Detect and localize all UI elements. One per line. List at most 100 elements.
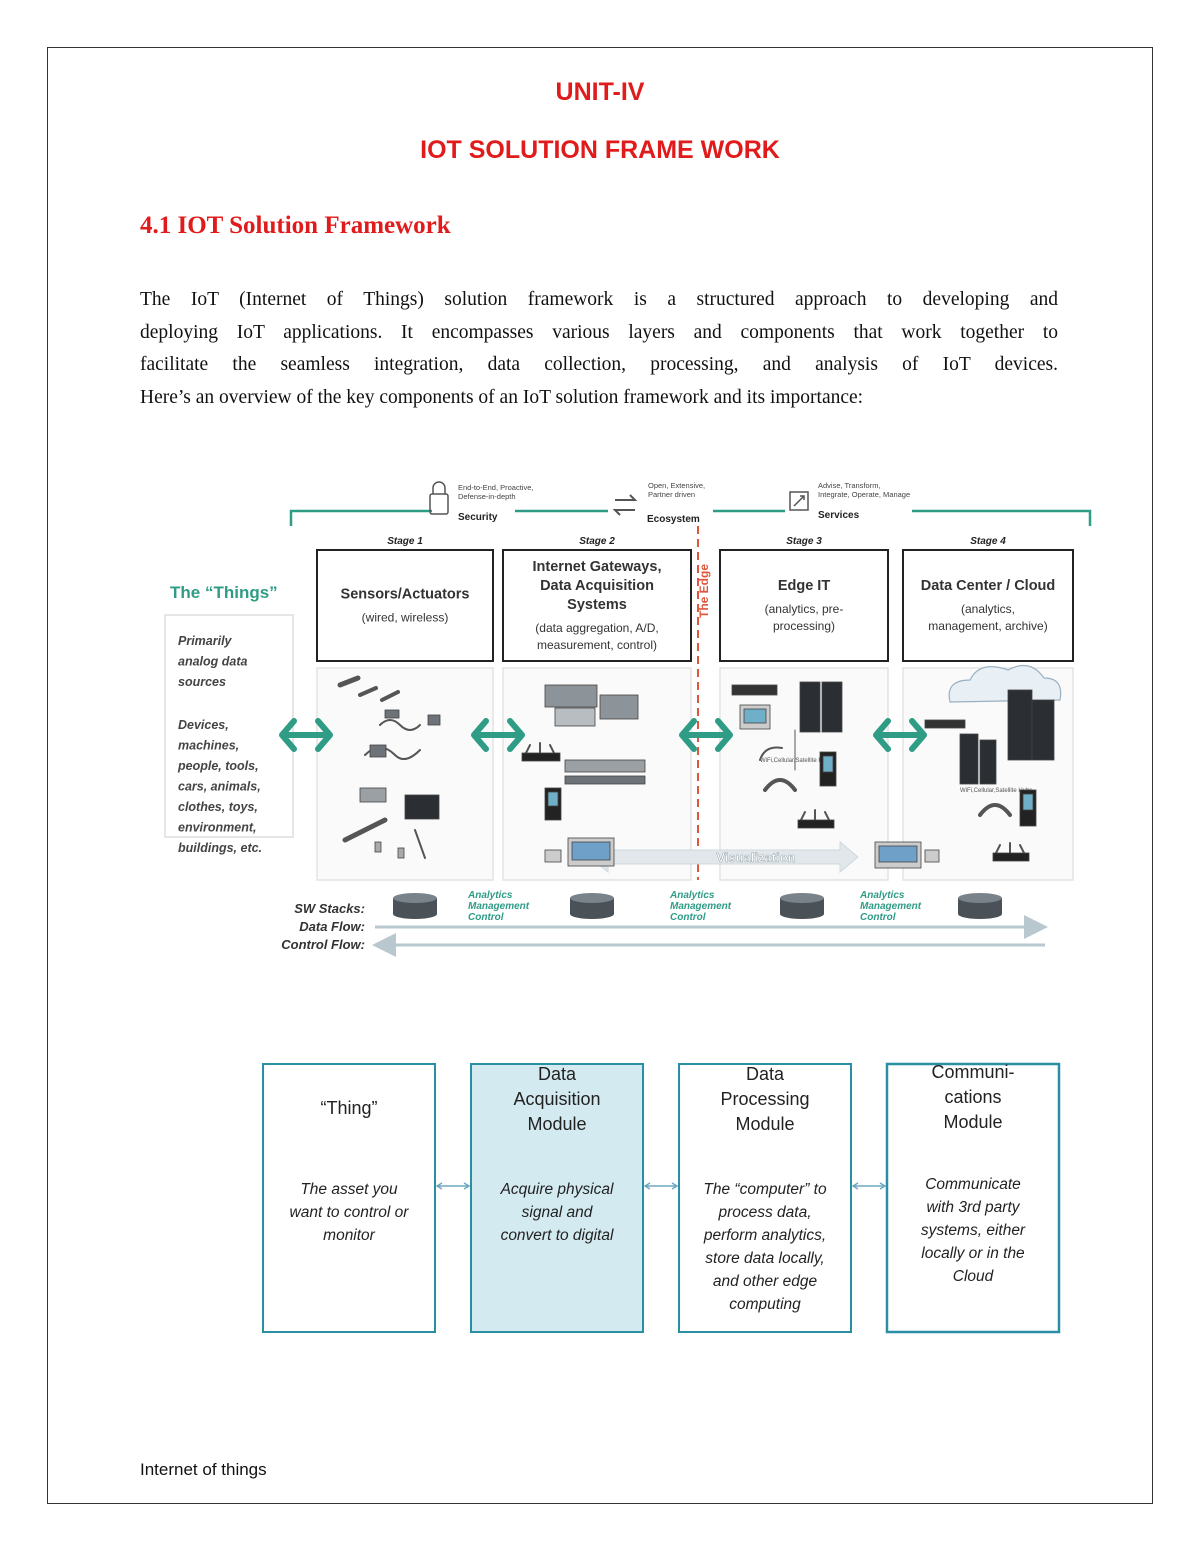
analytics-label: Analytics <box>859 890 905 901</box>
module-description: Acquire physical <box>500 1181 614 1198</box>
module-description: and other edge <box>713 1273 818 1290</box>
module-diagram: “Thing” The asset you want to control or mo… <box>262 1062 1061 1334</box>
device-shape <box>554 707 596 727</box>
top-bracket <box>289 509 1092 526</box>
paragraph-line: Here’s an overview of the key components… <box>140 386 864 408</box>
database-icon <box>958 893 1002 919</box>
section-heading: 4.1 IOT Solution Framework <box>140 212 451 239</box>
double-arrow-icon <box>279 718 333 752</box>
module-description: with 3rd party <box>926 1199 1020 1216</box>
stage-subtitle: (analytics, pre- <box>765 602 844 616</box>
module-description: computing <box>729 1296 801 1313</box>
things-line: cars, animals, <box>178 780 261 794</box>
device-shape <box>979 739 997 785</box>
device-shape <box>369 744 387 758</box>
unit-title: UNIT-IV <box>555 78 645 106</box>
module-description: systems, either <box>921 1222 1026 1239</box>
analytics-label: Control <box>670 912 706 923</box>
device-shape <box>731 684 778 696</box>
module-title: Module <box>735 1114 794 1134</box>
security-group: End-to-End, Proactive, Defense-in-depth … <box>429 481 533 523</box>
analytics-labels: AnalyticsManagementControlAnalyticsManag… <box>467 890 922 923</box>
things-line: environment, <box>178 821 257 835</box>
chapter-title: IOT SOLUTION FRAME WORK <box>420 136 780 164</box>
paragraph-line: deploying IoT applications. It encompass… <box>140 321 1058 343</box>
device-shape <box>799 681 821 733</box>
page-border <box>47 47 1153 1504</box>
security-label: Security <box>458 512 498 523</box>
module-title: Acquisition <box>513 1089 600 1109</box>
modules-row: “Thing” The asset you want to control or mo… <box>262 1062 1061 1334</box>
device-shape <box>959 733 979 785</box>
module-description: signal and <box>522 1204 594 1221</box>
stage-number: Stage 4 <box>970 536 1006 547</box>
connector-arrow <box>643 1182 679 1190</box>
module-description: Cloud <box>953 1268 995 1285</box>
module-description: want to control or <box>290 1204 410 1221</box>
connector-arrow <box>435 1182 471 1190</box>
module-title: Data <box>538 1064 577 1084</box>
device-shape <box>379 719 421 731</box>
module-description: Communicate <box>925 1176 1021 1193</box>
module-description: convert to digital <box>501 1227 614 1244</box>
database-icon <box>570 893 614 919</box>
module-title: “Thing” <box>320 1098 377 1118</box>
module-description: process data, <box>717 1204 811 1221</box>
connector-arrow <box>851 1182 887 1190</box>
visualization-label: Visualization <box>716 850 795 865</box>
device-shape <box>337 675 361 688</box>
stage-box <box>316 549 494 662</box>
module-box <box>262 1063 436 1333</box>
things-line: sources <box>178 675 226 689</box>
exchange-icon <box>612 494 638 516</box>
device-shape <box>544 849 562 863</box>
device-shape <box>1022 793 1034 811</box>
double-arrow-icon <box>679 718 733 752</box>
paragraph-line: The IoT (Internet of Things) solution fr… <box>140 289 1058 310</box>
data-flow-label: Data Flow: <box>299 919 365 934</box>
things-title: The “Things” <box>170 583 278 602</box>
stage-box <box>502 549 692 662</box>
module-box <box>885 1062 1061 1334</box>
database-icon <box>780 893 824 919</box>
device-shape <box>547 791 559 807</box>
stage-title: Edge IT <box>778 578 831 594</box>
stage-number: Stage 1 <box>387 536 423 547</box>
module-description: monitor <box>323 1227 376 1244</box>
module-title: Processing <box>720 1089 809 1109</box>
double-arrow-icon <box>873 718 927 752</box>
device-shape <box>878 845 918 863</box>
module-description: The asset you <box>300 1181 398 1198</box>
things-line: machines, <box>178 739 239 753</box>
things-line: Devices, <box>178 718 229 732</box>
things-panel <box>164 614 294 838</box>
stage-title: Sensors/Actuators <box>341 587 470 603</box>
device-shape <box>978 803 1012 817</box>
stage-title: Data Center / Cloud <box>921 578 1056 594</box>
module-title: Module <box>527 1114 586 1134</box>
stage-box <box>902 549 1074 662</box>
things-line: people, tools, <box>177 759 259 773</box>
device-shape <box>358 686 378 697</box>
stage-subtitle: (wired, wireless) <box>362 611 449 625</box>
analytics-label: Control <box>860 912 896 923</box>
device-shape <box>797 819 835 829</box>
things-line: buildings, etc. <box>178 841 262 855</box>
module-title: Communi- <box>931 1062 1014 1082</box>
stage-columns: Stage 1 Sensors/Actuators (wired, wireless… <box>316 536 1074 881</box>
device-shape <box>404 794 440 820</box>
things-line: Primarily <box>178 634 233 648</box>
device-shape <box>821 681 843 733</box>
device-shape <box>763 778 797 792</box>
services-group: Advise, Transform, Integrate, Operate, M… <box>789 481 910 521</box>
module-title: Data <box>746 1064 785 1084</box>
device-shape <box>759 746 783 761</box>
device-shape <box>427 714 441 726</box>
services-note-1: Advise, Transform, <box>818 481 881 490</box>
security-note-1: End-to-End, Proactive, <box>458 483 533 492</box>
analytics-label: Control <box>468 912 504 923</box>
module-description: The “computer” to <box>703 1181 827 1198</box>
footer-text: Internet of things <box>140 1460 267 1479</box>
device-shape <box>992 852 1030 862</box>
teal-arrows <box>279 718 927 752</box>
